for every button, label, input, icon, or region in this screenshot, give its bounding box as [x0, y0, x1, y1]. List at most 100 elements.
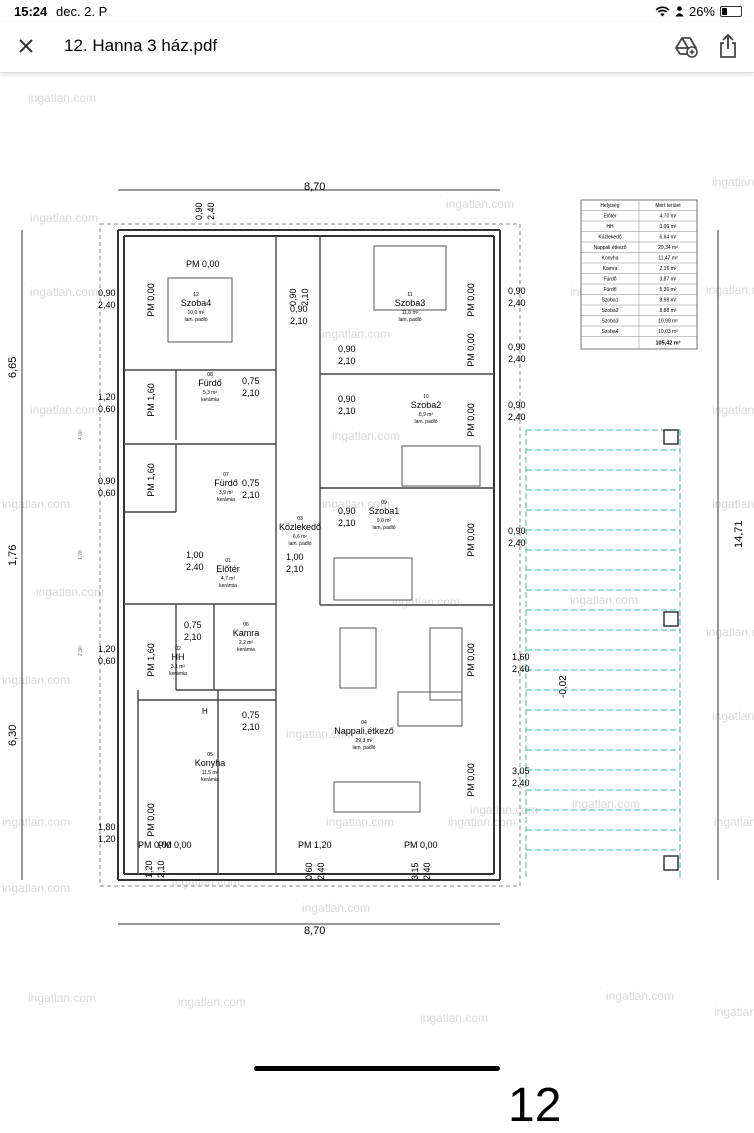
room-name: Nappali,étkező	[334, 726, 394, 736]
watermark-text: ingatlan.com	[712, 403, 754, 417]
table-cell-area: 5,30 m²	[660, 287, 677, 293]
watermark-text: ingatlan.com	[470, 803, 538, 817]
watermark-text: ingatlan.com	[332, 429, 400, 443]
watermark-text: ingatlan.com	[286, 727, 354, 741]
room-number: 04	[361, 720, 367, 726]
table-cell-room: Közlekedő	[598, 235, 622, 241]
watermark-text: ingatlan.com	[606, 989, 674, 1003]
table-cell-room: Szoba3	[602, 319, 619, 325]
room-floor: kerámia	[201, 777, 219, 783]
watermark-text: ingatlan.com	[2, 881, 70, 895]
table-cell-room: Fürdő	[603, 277, 616, 283]
dim-value: 0,90	[98, 476, 116, 486]
watermark-text: ingatlan.com	[712, 497, 754, 511]
dim-value: 0,90	[508, 526, 526, 536]
dim-value-rotated: 2,10	[156, 860, 166, 878]
status-indicators: 26%	[655, 4, 742, 19]
pm-level: PM 1,60	[146, 643, 156, 677]
pm-level: PM 0,00	[186, 259, 220, 269]
watermark-text: ingatlan.com	[712, 709, 754, 723]
dim-bottom: 8,70	[304, 925, 325, 937]
dim-value: 0,60	[98, 656, 116, 666]
table-cell-area: 3,87 m²	[660, 277, 677, 283]
furniture	[339, 627, 377, 689]
pm-level: PM 0,00	[146, 803, 156, 837]
room-area: 11,5 m²	[202, 770, 219, 776]
share-icon[interactable]	[716, 33, 740, 59]
room-area: 10,0 m²	[188, 310, 205, 316]
table-cell-area: 3,06 m²	[660, 224, 677, 230]
watermark-text: ingatlan.com	[178, 995, 246, 1009]
watermark-text: ingatlan.com	[326, 815, 394, 829]
room-number: 01	[225, 558, 231, 564]
room-number: 05	[207, 752, 213, 758]
pm-level: PM 0,00	[158, 840, 192, 850]
watermark-text: ingatlan.com	[30, 285, 98, 299]
watermark-text: ingatlan.com	[714, 815, 754, 829]
dim-value-rotated: 0,90	[194, 202, 204, 220]
watermark-text: ingatlan.com	[706, 625, 754, 639]
table-cell-area: 29,34 m²	[658, 245, 678, 251]
terrace-level: -0,02	[558, 675, 569, 698]
dim-value: 2,40	[186, 562, 204, 572]
status-time: 15:24	[14, 4, 48, 19]
table-cell-room: Fürdő	[603, 287, 616, 293]
dim-value: 2,40	[512, 664, 530, 674]
dim-value: 0,90	[290, 304, 308, 314]
dim-value: 0,90	[98, 288, 116, 298]
dim-value: 0,75	[242, 710, 260, 720]
pm-level: PM 0,00	[138, 840, 172, 850]
battery-icon	[720, 6, 742, 17]
room-name: Szoba2	[411, 400, 442, 410]
dim-value: 1,00	[186, 550, 204, 560]
watermark-text: ingatlan.com	[322, 497, 390, 511]
dim-value: 0,90	[338, 506, 356, 516]
table-cell-area: 6,64 m²	[660, 235, 677, 241]
home-indicator[interactable]	[254, 1066, 500, 1071]
terrace-post	[663, 429, 679, 445]
terrace-post	[663, 855, 679, 871]
dim-value: 0,60	[98, 404, 116, 414]
dim-left: 6,65	[7, 357, 19, 378]
furniture	[429, 627, 463, 701]
small-dim: 4,00	[78, 430, 84, 440]
room-area: 5,3 m²	[203, 390, 218, 396]
room-area: 8,9 m²	[419, 412, 434, 418]
dim-value-rotated: 2,40	[206, 202, 216, 220]
dim-value: 1,60	[512, 652, 530, 662]
add-to-drive-icon[interactable]	[674, 34, 698, 58]
table-cell-room: Szoba1	[602, 298, 619, 304]
close-icon[interactable]	[14, 34, 38, 58]
room-floor: kerámia	[217, 497, 235, 503]
dim-value: 2,40	[508, 354, 526, 364]
dim-value: 3,05	[512, 766, 530, 776]
table-cell-room: Nappali,étkező	[593, 245, 626, 251]
plan-geometry	[21, 189, 719, 925]
dim-value: 2,10	[338, 518, 356, 528]
room-number: 06	[243, 622, 249, 628]
status-bar: 15:24 dec. 2. P 26%	[0, 0, 754, 22]
room-area: 9,0 m²	[377, 518, 392, 524]
dim-value: 2,10	[286, 564, 304, 574]
table-cell-area: 10,03 m²	[658, 329, 678, 335]
room-name: Szoba3	[395, 298, 426, 308]
watermark-text: ingatlan.com	[322, 327, 390, 341]
dim-value-rotated: 3,15	[410, 862, 420, 880]
watermark-text: ingatlan.com	[28, 91, 96, 105]
room-area: 4,7 m²	[221, 576, 236, 582]
room-name: Szoba1	[369, 506, 400, 516]
person-icon	[675, 6, 684, 17]
dim-value: 0,90	[508, 400, 526, 410]
table-cell-area: 11,47 m²	[658, 256, 678, 262]
table-total: 105,42 m²	[655, 340, 680, 347]
dim-value: 2,40	[508, 298, 526, 308]
pm-level: PM 1,20	[298, 840, 332, 850]
room-name: Előtér	[216, 564, 240, 574]
room-floor: lam. padló	[184, 317, 207, 323]
dim-value: 2,10	[242, 722, 260, 732]
pm-level: PM 0,00	[466, 283, 476, 317]
watermark-text: ingatlan.com	[572, 797, 640, 811]
pm-level: PM 0,00	[466, 523, 476, 557]
